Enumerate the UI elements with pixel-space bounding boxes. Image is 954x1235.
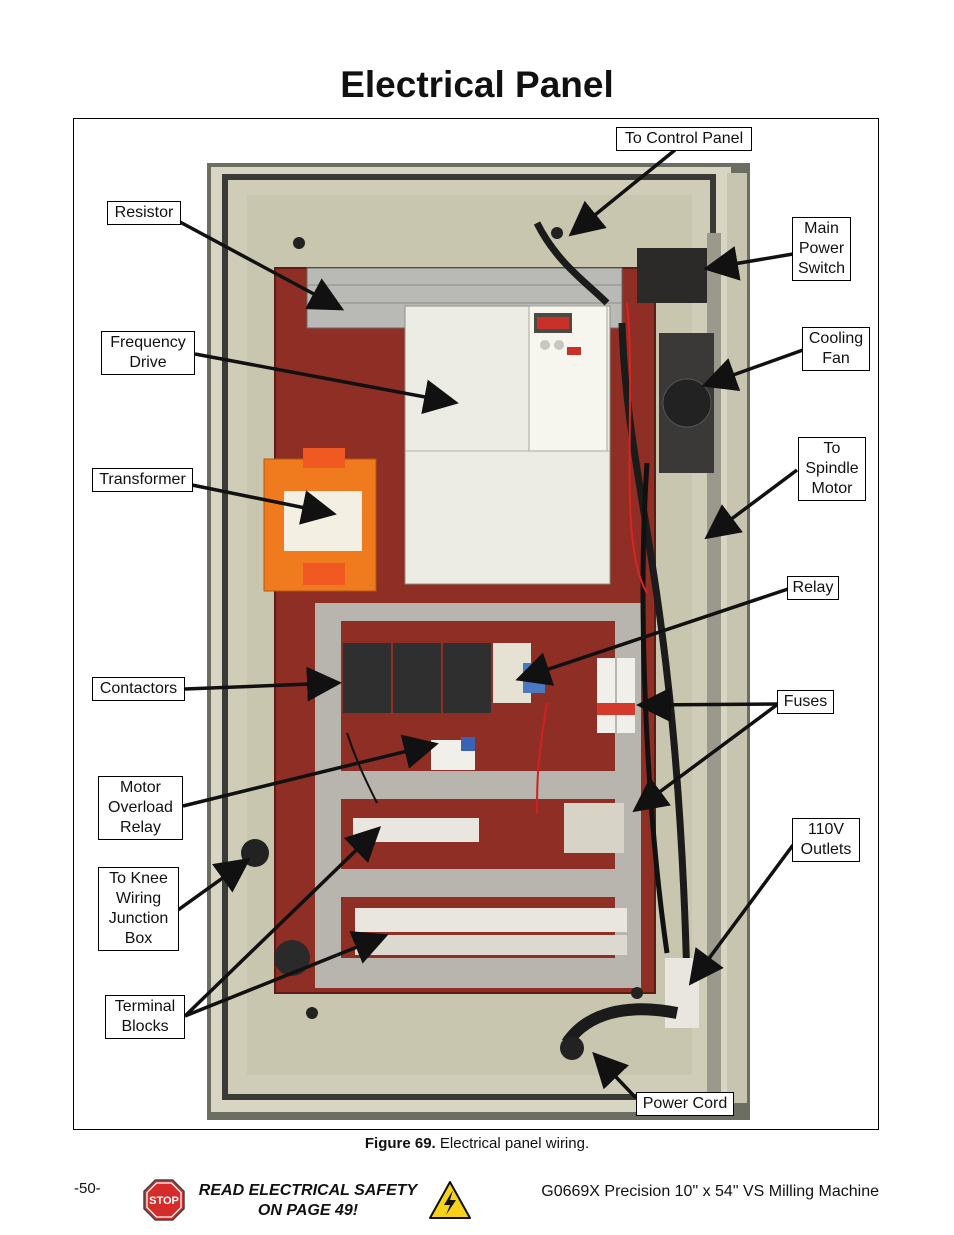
stop-sign-icon: STOP <box>143 1179 185 1221</box>
callout-cooling-fan: Cooling Fan <box>802 327 870 371</box>
safety-line-2: ON PAGE 49! <box>257 1202 359 1219</box>
callout-to-control-panel: To Control Panel <box>616 127 752 151</box>
callout-line: Switch <box>797 260 846 277</box>
stop-sign-text: STOP <box>149 1195 179 1207</box>
callout-line: Power <box>798 240 845 257</box>
safety-line-1: READ ELECTRICAL SAFETY <box>198 1182 418 1199</box>
callout-line: Frequency <box>110 334 186 351</box>
callout-power-cord: Power Cord <box>636 1092 734 1116</box>
figure-caption-text: Electrical panel wiring. <box>435 1135 590 1152</box>
figure-caption: Figure 69. Electrical panel wiring. <box>0 1135 954 1152</box>
callout-frequency-drive: Frequency Drive <box>101 331 195 375</box>
callout-line: 110V <box>807 821 845 838</box>
safety-notice: READ ELECTRICAL SAFETY ON PAGE 49! <box>186 1181 430 1221</box>
callout-line: Main <box>804 220 839 237</box>
callout-line: Relay <box>120 819 161 836</box>
callout-relay: Relay <box>787 576 839 600</box>
callout-110v-outlets: 110V Outlets <box>792 818 860 862</box>
callout-contactors: Contactors <box>92 677 185 701</box>
callout-line: Fan <box>822 350 850 367</box>
callout-line: To <box>823 440 841 457</box>
callout-line: Blocks <box>121 1018 169 1035</box>
figure-frame <box>73 118 879 1130</box>
figure-number: Figure 69. <box>364 1135 436 1152</box>
callout-main-power-switch: Main Power Switch <box>792 217 851 281</box>
callout-line: Junction <box>108 910 169 927</box>
callout-line: Terminal <box>114 998 176 1015</box>
callout-transformer: Transformer <box>92 468 193 492</box>
callout-line: Motor <box>120 779 161 796</box>
callout-to-spindle-motor: To Spindle Motor <box>798 437 866 501</box>
callout-line: Box <box>124 930 153 947</box>
callout-line: Cooling <box>808 330 864 347</box>
callout-line: Drive <box>129 354 167 371</box>
callout-to-knee-wiring-junction-box: To Knee Wiring Junction Box <box>98 867 179 951</box>
callout-line: To Knee <box>109 870 168 887</box>
callout-resistor: Resistor <box>107 201 181 225</box>
callout-line: Wiring <box>115 890 162 907</box>
callout-line: Overload <box>108 799 173 816</box>
callout-motor-overload-relay: Motor Overload Relay <box>98 776 183 840</box>
callout-fuses: Fuses <box>777 690 834 714</box>
callout-line: Motor <box>811 480 853 497</box>
callout-line: Outlets <box>800 841 852 858</box>
electrical-panel-photo <box>207 163 750 1120</box>
machine-title: G0669X Precision 10" x 54" VS Milling Ma… <box>541 1183 879 1200</box>
page-number: -50- <box>74 1180 101 1197</box>
electrical-warning-icon <box>429 1181 471 1219</box>
callout-line: Spindle <box>805 460 859 477</box>
callout-terminal-blocks: Terminal Blocks <box>105 995 185 1039</box>
page-title: Electrical Panel <box>340 64 614 105</box>
